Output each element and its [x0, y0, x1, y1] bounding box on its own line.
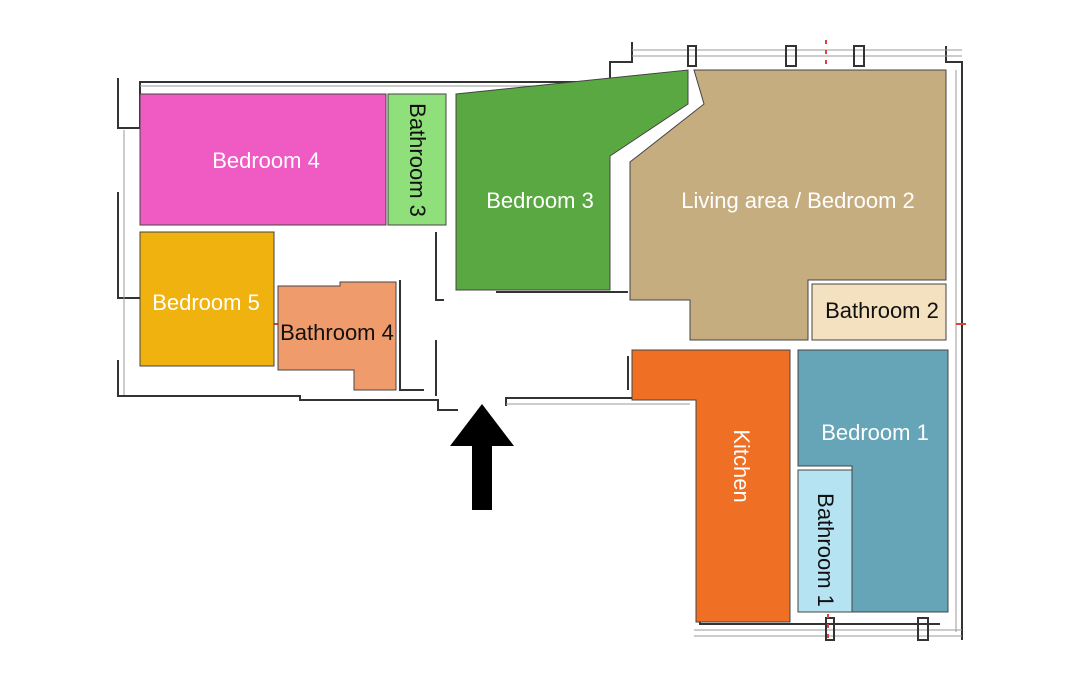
room-bedroom-3	[455, 69, 689, 291]
label-bathroom-2: Bathroom 2	[825, 298, 939, 323]
room-bedroom-4	[139, 93, 387, 226]
label-bathroom-3: Bathroom 3	[405, 103, 430, 217]
room-bathroom-2	[811, 283, 947, 341]
label-bedroom-4: Bedroom 4	[212, 148, 320, 173]
label-bedroom-3: Bedroom 3	[486, 188, 594, 213]
label-bedroom-1: Bedroom 1	[821, 420, 929, 445]
room-living-bedroom-2	[629, 69, 947, 341]
label-bathroom-4: Bathroom 4	[280, 320, 394, 345]
label-living-bedroom-2: Living area / Bedroom 2	[681, 188, 915, 213]
room-bedroom-5	[139, 231, 275, 367]
room-bathroom-1	[797, 469, 853, 613]
label-bathroom-1: Bathroom 1	[813, 493, 838, 607]
arrow-up-icon	[450, 404, 514, 510]
room-kitchen	[631, 349, 791, 623]
label-kitchen: Kitchen	[729, 429, 754, 502]
room-bathroom-4	[277, 281, 397, 391]
room-bathroom-3	[387, 93, 447, 226]
label-bedroom-5: Bedroom 5	[152, 290, 260, 315]
